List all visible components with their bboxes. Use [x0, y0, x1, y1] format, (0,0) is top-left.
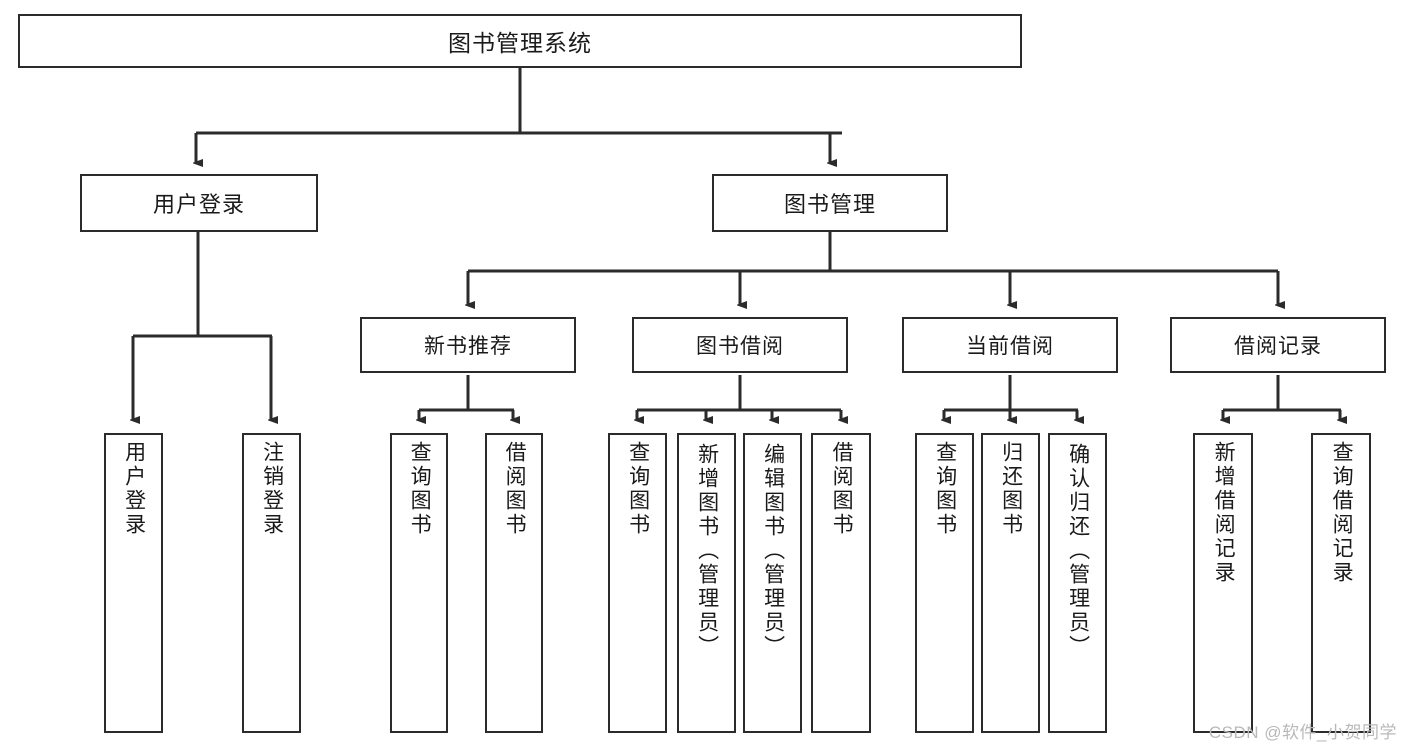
leaf-label: 注销登录 [260, 441, 284, 537]
leaf-query-book-borrow[interactable]: 查询图书 [608, 433, 667, 733]
node-new-book-recommend[interactable]: 新书推荐 [360, 317, 576, 373]
watermark: CSDN @软件_小贺同学 [1208, 723, 1397, 742]
node-label: 图书管理系统 [448, 30, 592, 56]
node-user-login[interactable]: 用户登录 [80, 174, 318, 232]
leaf-label: 查询借阅记录 [1330, 441, 1354, 585]
leaf-label: 新增借阅记录 [1212, 441, 1236, 585]
leaf-label: 用户登录 [122, 441, 146, 537]
node-label: 图书借阅 [696, 335, 784, 358]
leaf-add-book-admin[interactable]: 新增图书（管理员） [677, 433, 736, 733]
node-borrow-record[interactable]: 借阅记录 [1170, 317, 1386, 373]
node-label: 新书推荐 [424, 335, 512, 358]
leaf-label: 编辑图书（管理员） [761, 443, 785, 659]
leaf-edit-book-admin[interactable]: 编辑图书（管理员） [743, 433, 802, 733]
leaf-add-borrow-record[interactable]: 新增借阅记录 [1193, 433, 1253, 733]
node-book-borrow[interactable]: 图书借阅 [632, 317, 848, 373]
node-root-system[interactable]: 图书管理系统 [18, 14, 1022, 68]
leaf-label: 借阅图书 [503, 441, 527, 537]
node-current-borrow[interactable]: 当前借阅 [902, 317, 1118, 373]
leaf-logout[interactable]: 注销登录 [242, 433, 301, 733]
leaf-borrow-book[interactable]: 借阅图书 [811, 433, 871, 733]
leaf-label: 归还图书 [999, 441, 1023, 537]
node-label: 用户登录 [152, 192, 245, 217]
node-label: 当前借阅 [966, 335, 1054, 358]
node-book-management[interactable]: 图书管理 [712, 174, 948, 232]
leaf-confirm-return-admin[interactable]: 确认归还（管理员） [1048, 433, 1107, 733]
leaf-label: 查询图书 [408, 441, 432, 537]
leaf-label: 确认归还（管理员） [1066, 443, 1090, 659]
leaf-query-book-current[interactable]: 查询图书 [915, 433, 974, 733]
node-label: 图书管理 [783, 192, 876, 217]
node-label: 借阅记录 [1234, 335, 1322, 358]
leaf-label: 查询图书 [933, 441, 957, 537]
leaf-label: 新增图书（管理员） [695, 443, 719, 659]
leaf-user-login[interactable]: 用户登录 [104, 433, 163, 733]
leaf-return-book[interactable]: 归还图书 [981, 433, 1040, 733]
leaf-query-book-recommend[interactable]: 查询图书 [390, 433, 448, 733]
leaf-label: 借阅图书 [830, 441, 854, 537]
leaf-label: 查询图书 [626, 441, 650, 537]
leaf-borrow-book-recommend[interactable]: 借阅图书 [485, 433, 543, 733]
leaf-query-borrow-record[interactable]: 查询借阅记录 [1311, 433, 1371, 733]
